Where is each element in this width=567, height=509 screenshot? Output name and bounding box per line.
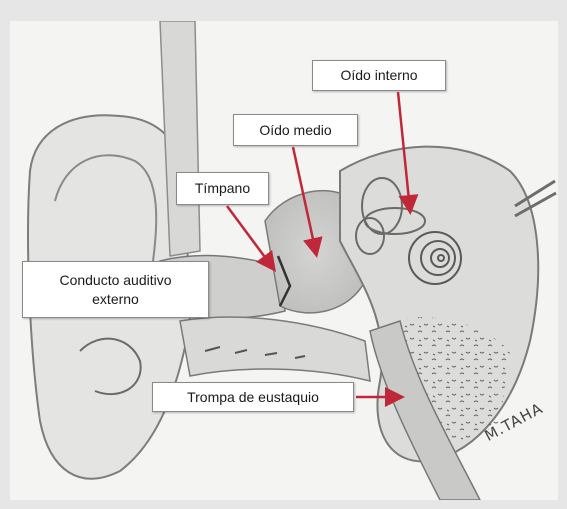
- label-trompa-eustaquio: Trompa de eustaquio: [152, 382, 354, 412]
- label-timpano: Tímpano: [176, 172, 269, 205]
- label-conducto-auditivo: Conducto auditivo externo: [22, 261, 209, 318]
- label-oido-interno-text: Oído interno: [340, 66, 417, 85]
- label-oido-medio: Oído medio: [233, 114, 358, 146]
- label-timpano-text: Tímpano: [195, 179, 250, 198]
- label-oido-medio-text: Oído medio: [259, 121, 331, 140]
- label-oido-interno: Oído interno: [312, 60, 446, 91]
- label-trompa-eustaquio-text: Trompa de eustaquio: [187, 388, 319, 407]
- label-conducto-auditivo-text: Conducto auditivo externo: [39, 271, 192, 309]
